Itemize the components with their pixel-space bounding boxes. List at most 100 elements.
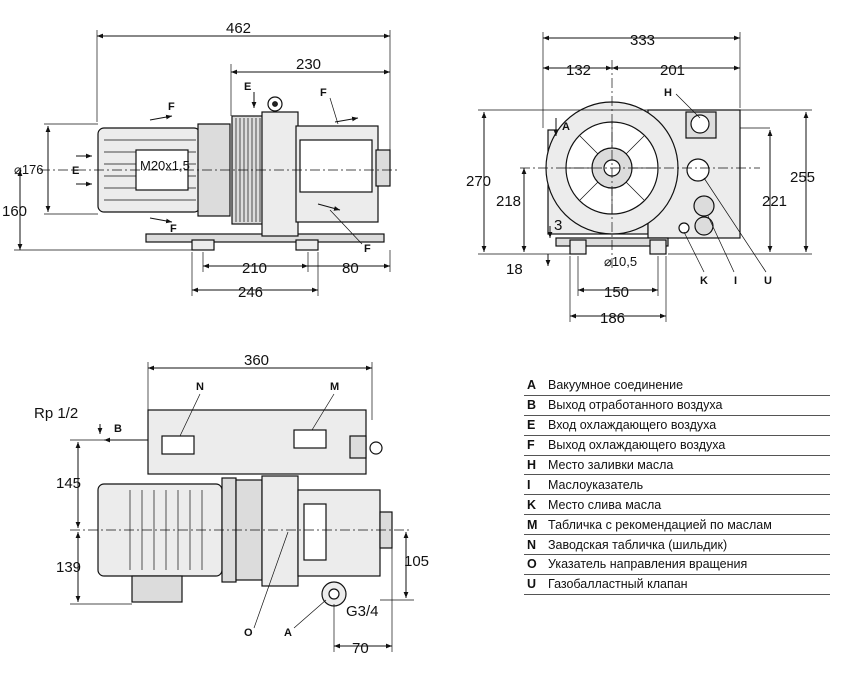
dim-side-230: 230 xyxy=(296,56,321,73)
legend-key: B xyxy=(527,398,537,413)
legend-key: M xyxy=(527,517,538,532)
legend-key: K xyxy=(527,497,537,512)
legend-row: H Место заливки масла xyxy=(524,456,830,476)
top-view: 360 Rp 1/2 B 145 139 105 G3/4 70 N M O A xyxy=(34,352,429,657)
legend-text: Вход охлаждающего воздуха xyxy=(548,418,717,433)
dim-end-218: 218 xyxy=(496,193,521,210)
label-top-m: M xyxy=(330,381,339,393)
dim-end-10-5: ⌀10,5 xyxy=(604,254,637,269)
dim-end-132: 132 xyxy=(566,62,591,79)
label-end-k: K xyxy=(700,275,708,287)
side-pump-housing xyxy=(261,111,299,237)
dim-side-80: 80 xyxy=(342,260,359,277)
legend-key: U xyxy=(527,577,537,592)
legend-row: K Место слива масла xyxy=(524,495,830,516)
legend-row: O Указатель направления вращения xyxy=(524,555,830,575)
legend-key: F xyxy=(527,438,535,453)
dim-end-18: 18 xyxy=(506,261,523,278)
legend-row: E Вход охлаждающего воздуха xyxy=(524,416,830,436)
legend-text: Заводская табличка (шильдик) xyxy=(548,537,728,552)
dim-top-70: 70 xyxy=(352,640,369,657)
legend-text: Указатель направления вращения xyxy=(548,557,748,572)
legend-text: Табличка с рекомендацией по маслам xyxy=(548,517,772,532)
end-view: 333 132 201 270 218 3 18 ⌀10,5 150 186 xyxy=(466,32,815,327)
dim-end-3: 3 xyxy=(554,217,562,234)
dim-top-rp: Rp 1/2 xyxy=(34,405,78,422)
label-top-n: N xyxy=(196,381,204,393)
legend-text: Место слива масла xyxy=(548,497,662,512)
legend-row: M Табличка с рекомендацией по маслам xyxy=(524,515,830,536)
dim-top-139: 139 xyxy=(56,559,81,576)
label-side-e-left: E xyxy=(72,165,79,177)
dim-side-160: 160 xyxy=(2,203,27,220)
top-nameplate xyxy=(161,435,195,455)
side-end-cap xyxy=(375,149,391,187)
dim-top-g34: G3/4 xyxy=(346,603,379,620)
end-foot-left xyxy=(569,239,587,255)
top-exhaust-outlet xyxy=(349,435,367,459)
end-gas-ballast xyxy=(686,158,710,182)
legend-key: O xyxy=(527,557,537,572)
label-end-u: U xyxy=(764,275,772,287)
label-side-f-top: F xyxy=(168,101,175,113)
legend-row: F Выход охлаждающего воздуха xyxy=(524,436,830,456)
end-oil-filler xyxy=(690,114,710,134)
label-top-o: O xyxy=(244,627,253,639)
legend-row: N Заводская табличка (шильдик) xyxy=(524,535,830,556)
label-side-f-right-top: F xyxy=(320,87,327,99)
side-pump-window xyxy=(299,139,373,193)
legend-key: A xyxy=(527,378,537,393)
dim-end-333: 333 xyxy=(630,32,655,49)
label-m20: M20x1,5 xyxy=(140,158,190,173)
side-foot-left xyxy=(191,239,215,251)
dim-end-186: 186 xyxy=(600,310,625,327)
dim-top-145: 145 xyxy=(56,475,81,492)
legend-text: Вакуумное соединение xyxy=(548,378,684,393)
dim-end-221: 221 xyxy=(762,193,787,210)
legend-key: H xyxy=(527,458,537,472)
legend-row: U Газобалластный клапан xyxy=(524,575,830,595)
label-side-e-top: E xyxy=(244,81,251,93)
top-exhaust-cap xyxy=(369,441,383,455)
dim-side-176: ⌀176 xyxy=(14,162,44,177)
legend-row: A Вакуумное соединение xyxy=(524,376,830,396)
legend-text: Газобалластный клапан xyxy=(548,577,688,592)
legend-row: I Маслоуказатель xyxy=(524,475,830,496)
legend-text: Место заливки масла xyxy=(548,458,674,472)
dim-end-150: 150 xyxy=(604,284,629,301)
label-end-i: I xyxy=(734,275,737,287)
end-drain-plug xyxy=(678,222,690,234)
top-oil-plate xyxy=(293,429,327,449)
end-sight-glass xyxy=(693,195,715,217)
label-top-a: A xyxy=(284,627,292,639)
legend-key: N xyxy=(527,537,537,552)
dim-side-210: 210 xyxy=(242,260,267,277)
end-foot-right xyxy=(649,239,667,255)
dim-end-201: 201 xyxy=(660,62,685,79)
label-side-f-right-bottom: F xyxy=(364,243,371,255)
side-view: 462 230 ⌀176 160 210 80 246 M20x1,5 F F … xyxy=(2,20,400,301)
legend-key: I xyxy=(527,477,531,492)
label-top-b: B xyxy=(114,423,122,435)
dim-side-246: 246 xyxy=(238,284,263,301)
label-side-f-bottom: F xyxy=(170,223,177,235)
end-drain xyxy=(694,216,714,236)
top-terminal-box xyxy=(131,575,183,603)
dim-top-105: 105 xyxy=(404,553,429,570)
dim-end-270: 270 xyxy=(466,173,491,190)
dim-top-360: 360 xyxy=(244,352,269,369)
legend-key: E xyxy=(527,418,536,433)
legend-text: Маслоуказатель xyxy=(548,477,644,492)
dim-side-462: 462 xyxy=(226,20,251,37)
side-foot-right xyxy=(295,239,319,251)
label-end-h: H xyxy=(664,87,672,99)
label-end-a: A xyxy=(562,121,570,133)
top-pump-window xyxy=(303,503,327,561)
legend-text: Выход охлаждающего воздуха xyxy=(548,438,726,453)
dim-end-255: 255 xyxy=(790,169,815,186)
legend-row: B Выход отработанного воздуха xyxy=(524,396,830,416)
legend-text: Выход отработанного воздуха xyxy=(548,398,723,413)
top-pump-housing xyxy=(261,475,299,587)
